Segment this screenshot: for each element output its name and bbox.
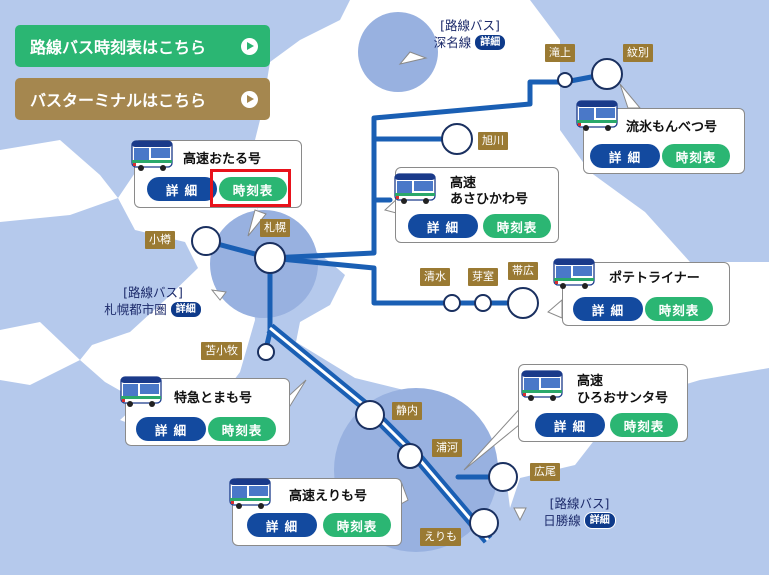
station-erimo-marker [469, 508, 499, 538]
bus-icon [394, 173, 436, 205]
card-asahikawa: 高速 あさひかわ号 詳 細 時刻表 [394, 167, 559, 243]
station-takinoue-label: 滝上 [545, 44, 575, 62]
bus-icon [553, 258, 595, 290]
route-fukagawa-name: 深名線 [433, 34, 472, 50]
card-tomamo-title: 特急とまも号 [174, 391, 253, 406]
card-erimo: 高速えりも号 詳 細 時刻表 [229, 478, 402, 546]
timetable-link-label: 路線バス時刻表はこちら [30, 38, 207, 57]
station-takinoue-marker [557, 72, 573, 88]
card-potato-liner-title: ポテトライナー [609, 271, 700, 286]
station-monbetsu-label: 紋別 [623, 44, 653, 62]
route-fukagawa-type: [路線バス] [440, 18, 500, 33]
station-urakawa-marker [397, 443, 423, 469]
route-sapporo-area-type: [路線バス] [123, 285, 183, 300]
card-otaru-detail-button[interactable]: 詳 細 [147, 177, 217, 201]
route-sapporo-area-name: 札幌都市圏 [104, 301, 167, 317]
card-potato-liner-timetable-button[interactable]: 時刻表 [645, 297, 713, 321]
route-fukagawa-detail-button[interactable]: 詳細 [474, 34, 507, 51]
route-fukagawa: [路線バス] 深名線詳細 [420, 18, 520, 51]
station-asahikawa-label: 旭川 [478, 132, 508, 150]
route-sapporo-area-detail-button[interactable]: 詳細 [169, 301, 202, 318]
station-sapporo-label: 札幌 [260, 219, 290, 237]
bus-terminal-link-label: バスターミナルはこちら [30, 91, 207, 110]
route-hidaka-detail-button[interactable]: 詳細 [583, 512, 616, 529]
card-potato-liner: ポテトライナー 詳 細 時刻表 [553, 258, 730, 326]
route-hidaka-name: 日勝線 [543, 512, 581, 528]
station-memuro-marker [474, 294, 492, 312]
selection-highlight-box [210, 169, 291, 207]
card-tomamo: 特急とまも号 詳 細 時刻表 [120, 376, 290, 446]
station-otaru-label: 小樽 [145, 231, 175, 249]
card-hiroo-santa-title-line1: 高速 [577, 374, 604, 389]
station-shizunai-marker [355, 400, 385, 430]
card-erimo-timetable-button[interactable]: 時刻表 [323, 513, 391, 537]
station-erimo-label: えりも [420, 528, 461, 546]
station-monbetsu-marker [591, 58, 623, 90]
card-otaru-title: 高速おたる号 [183, 152, 262, 167]
station-tomakomai-marker [257, 343, 275, 361]
card-asahikawa-timetable-button[interactable]: 時刻表 [483, 214, 551, 238]
card-erimo-title: 高速えりも号 [289, 489, 368, 504]
card-asahikawa-title-line1: 高速 [450, 176, 477, 191]
bus-icon [229, 478, 271, 510]
card-tomamo-timetable-button[interactable]: 時刻表 [208, 417, 276, 441]
route-sapporo-area: [路線バス] 札幌都市圏詳細 [88, 285, 218, 318]
route-hidaka-type: [路線バス] [549, 496, 610, 511]
route-hidaka: [路線バス] 日勝線詳細 [527, 496, 632, 529]
station-shizunai-label: 静内 [392, 402, 422, 420]
bus-icon [131, 140, 173, 172]
card-monbetsu-detail-button[interactable]: 詳 細 [590, 144, 660, 168]
card-otaru-timetable-button[interactable]: 時刻表 [219, 177, 287, 201]
card-asahikawa-title-line2: あさひかわ号 [450, 192, 529, 207]
card-asahikawa-detail-button[interactable]: 詳 細 [408, 214, 478, 238]
card-hiroo-santa-detail-button[interactable]: 詳 細 [535, 413, 605, 437]
play-icon [241, 37, 258, 55]
bus-icon [521, 370, 563, 402]
station-tomakomai-label: 苫小牧 [201, 342, 242, 360]
station-sapporo-marker [254, 242, 286, 274]
card-tomamo-detail-button[interactable]: 詳 細 [136, 417, 206, 441]
bus-terminal-link-button[interactable]: バスターミナルはこちら [15, 78, 270, 120]
card-hiroo-santa-title-line2: ひろおサンタ号 [577, 391, 669, 406]
station-asahikawa-marker [441, 123, 473, 155]
card-hiroo-santa: 高速 ひろおサンタ号 詳 細 時刻表 [518, 364, 688, 442]
card-potato-liner-detail-button[interactable]: 詳 細 [573, 297, 643, 321]
station-otaru-marker [191, 226, 221, 256]
card-monbetsu-timetable-button[interactable]: 時刻表 [662, 144, 730, 168]
station-urakawa-label: 浦河 [432, 439, 462, 457]
card-otaru: 高速おたる号 詳 細 時刻表 [131, 140, 302, 208]
card-hiroo-santa-timetable-button[interactable]: 時刻表 [610, 413, 678, 437]
station-obihiro-label: 帯広 [508, 262, 538, 280]
bus-icon [120, 376, 162, 408]
card-erimo-detail-button[interactable]: 詳 細 [247, 513, 317, 537]
station-shimizu-marker [443, 294, 461, 312]
card-monbetsu-title: 流氷もんべつ号 [626, 120, 718, 135]
timetable-link-button[interactable]: 路線バス時刻表はこちら [15, 25, 270, 67]
station-memuro-label: 芽室 [468, 268, 498, 286]
station-hiroo-marker [488, 462, 518, 492]
station-shimizu-label: 清水 [420, 268, 450, 286]
play-icon [241, 90, 258, 108]
station-hiroo-label: 広尾 [530, 463, 560, 481]
card-monbetsu: 流氷もんべつ号 詳 細 時刻表 [576, 100, 745, 174]
bus-icon [576, 100, 618, 132]
station-obihiro-marker [507, 287, 539, 319]
